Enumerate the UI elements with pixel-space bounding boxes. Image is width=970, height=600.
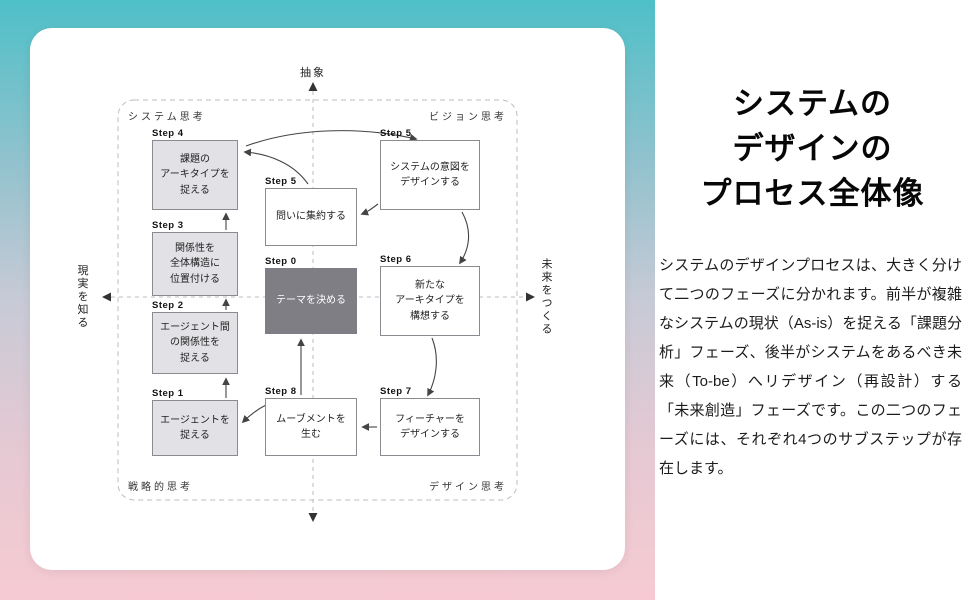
- step0-box: テーマを決める: [265, 268, 357, 334]
- step4-label: Step 4: [152, 128, 184, 139]
- step0-label: Step 0: [265, 256, 297, 267]
- process-diagram: 抽象 現実を知る 未来をつくる システム思考 ビジョン思考 戦略的思考 デザイン…: [30, 28, 625, 570]
- step6-box: 新たな アーキタイプを 構想する: [380, 266, 480, 336]
- step3-label: Step 3: [152, 220, 184, 231]
- step5-right-box: システムの意図を デザインする: [380, 140, 480, 210]
- step7-label: Step 7: [380, 386, 412, 397]
- axis-label-create-future: 未来をつくる: [540, 258, 552, 336]
- step8-label: Step 8: [265, 386, 297, 397]
- axis-label-know-reality: 現実を知る: [76, 264, 88, 330]
- page-title: システムの デザインの プロセス全体像: [700, 86, 925, 211]
- step1-box: エージェントを 捉える: [152, 400, 238, 456]
- quadrant-label-strategic-thinking: 戦略的思考: [128, 482, 193, 493]
- step7-box: フィーチャーを デザインする: [380, 398, 480, 456]
- step5-center-label: Step 5: [265, 176, 297, 187]
- description-text: システムのデザインプロセスは、大きく分けて二つのフェーズに分かれます。前半が複雑…: [659, 257, 962, 477]
- text-panel-background: [655, 0, 970, 600]
- step5-center-box: 問いに集約する: [265, 188, 357, 246]
- step2-label: Step 2: [152, 300, 184, 311]
- quadrant-label-design-thinking: デザイン思考: [429, 482, 507, 493]
- diagram-card: 抽象 現実を知る 未来をつくる システム思考 ビジョン思考 戦略的思考 デザイン…: [30, 28, 625, 570]
- step5-right-label: Step 5: [380, 128, 412, 139]
- step6-label: Step 6: [380, 254, 412, 265]
- step8-box: ムーブメントを 生む: [265, 398, 357, 456]
- step2-box: エージェント間 の関係性を 捉える: [152, 312, 238, 374]
- step1-label: Step 1: [152, 388, 184, 399]
- quadrant-label-system-thinking: システム思考: [128, 112, 206, 123]
- step4-box: 課題の アーキタイプを 捉える: [152, 140, 238, 210]
- axis-label-abstract: 抽象: [300, 67, 326, 79]
- quadrant-label-vision-thinking: ビジョン思考: [429, 112, 507, 123]
- step3-box: 関係性を 全体構造に 位置付ける: [152, 232, 238, 296]
